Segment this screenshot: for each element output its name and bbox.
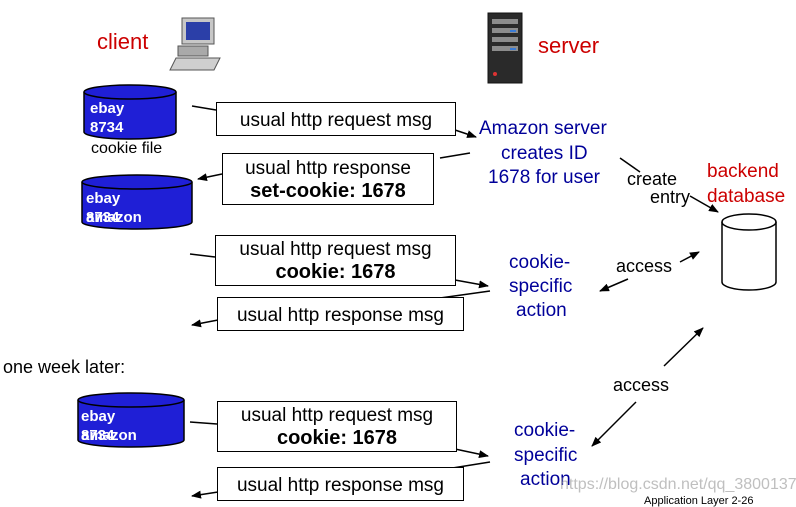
message-text: usual http request msg <box>239 239 432 260</box>
cookie-action-1-line-1: cookie- <box>509 252 571 273</box>
cookie-action-1-line-2: specific <box>509 276 573 297</box>
cookie-file-caption: cookie file <box>91 140 163 157</box>
access-arrow-top-2 <box>599 278 629 292</box>
database-label: database <box>707 186 786 207</box>
amazon-server-line-2: creates ID <box>501 143 588 164</box>
create-entry-line <box>619 157 641 173</box>
backend-label: backend <box>707 161 779 182</box>
arrow-request-1b <box>454 129 477 138</box>
cookie-action-2-line-2: specific <box>514 445 578 466</box>
arrow-response-3b <box>191 490 219 499</box>
access-arrow-bottom-2 <box>591 401 637 447</box>
client-computer-icon <box>169 17 221 71</box>
cookie-action-1-line-3: action <box>516 300 567 321</box>
message-box-response-1: usual http response set-cookie: 1678 <box>222 153 434 205</box>
message-text: usual http response <box>245 158 411 179</box>
watermark-text: https://blog.csdn.net/qq_38001377 <box>560 476 796 493</box>
message-text: usual http response msg <box>236 305 444 326</box>
arrow-request-3b <box>454 448 489 459</box>
arrow-request-2a <box>189 253 216 258</box>
cookie-entry: ebay 8734 <box>90 100 125 136</box>
message-box-request-3: usual http request msg cookie: 1678 <box>217 401 457 452</box>
cookie-action-2-line-1: cookie- <box>514 420 576 441</box>
client-label: client <box>97 29 149 54</box>
message-box-response-3: usual http response msg <box>217 467 464 501</box>
access-arrow-top-1 <box>679 251 700 263</box>
create-entry-arrow <box>689 195 719 213</box>
message-text: usual http request msg <box>240 405 434 426</box>
cookie-entry: amazon 1678 <box>86 209 142 245</box>
cookie-file-cylinder-1 <box>83 84 177 140</box>
arrow-request-2b <box>454 279 489 289</box>
entry-label: entry <box>650 187 691 207</box>
cookie-action-2-line-3: action <box>520 469 571 490</box>
arrow-response-1b <box>197 173 223 182</box>
message-header: cookie: 1678 <box>275 261 396 283</box>
message-arrows <box>189 105 491 499</box>
one-week-later-label: one week later: <box>3 357 126 377</box>
backend-database-icon <box>721 213 777 291</box>
message-box-response-2: usual http response msg <box>217 297 464 331</box>
arrow-request-3a <box>189 421 218 425</box>
access-label-bottom: access <box>613 375 670 395</box>
access-label-top: access <box>616 256 673 276</box>
cookie-file-cylinder-3 <box>77 392 185 448</box>
access-arrow-bottom-1 <box>663 327 704 367</box>
server-label: server <box>538 33 600 58</box>
cookie-file-cylinder-2 <box>81 174 193 230</box>
message-box-request-2: usual http request msg cookie: 1678 <box>215 235 456 286</box>
cookie-entry: ebay 8734 <box>81 408 116 444</box>
amazon-server-line-1: Amazon server <box>479 118 607 139</box>
arrow-response-2a <box>439 290 491 299</box>
arrow-request-1 <box>191 105 217 111</box>
message-header: cookie: 1678 <box>276 427 398 449</box>
arrow-response-1a <box>439 152 471 159</box>
footer-text: Application Layer 2-26 <box>644 495 754 507</box>
amazon-server-line-3: 1678 for user <box>488 167 600 188</box>
message-box-request-1: usual http request msg <box>216 102 456 136</box>
message-text: usual http response msg <box>236 475 444 496</box>
message-text: usual http request msg <box>239 110 433 131</box>
message-header: set-cookie: 1678 <box>250 180 406 202</box>
cookie-entry: ebay 8734 <box>86 190 121 226</box>
server-tower-icon <box>487 12 523 84</box>
arrow-response-2b <box>191 319 219 328</box>
database-links <box>591 157 719 447</box>
create-label: create <box>627 169 678 189</box>
cookie-entry: amazon 1678 <box>81 427 137 463</box>
